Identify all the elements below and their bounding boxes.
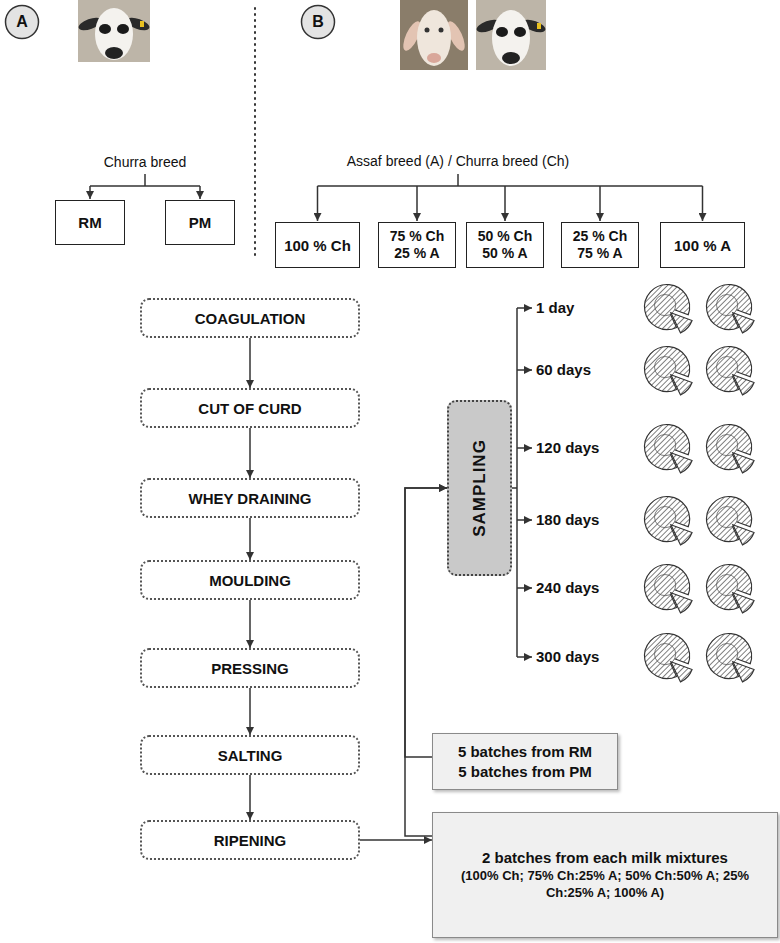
batch-box: 2 batches from each milk mixtures(100% C… bbox=[432, 812, 778, 938]
box-text: COAGULATION bbox=[195, 310, 306, 327]
mixture-box: 25 % Ch75 % A bbox=[561, 222, 639, 268]
sheep-photo bbox=[77, 0, 151, 62]
box-text: 75 % A bbox=[577, 245, 622, 262]
separator-line bbox=[254, 8, 256, 255]
panel-badge: B bbox=[300, 4, 336, 40]
time-label: 240 days bbox=[536, 579, 636, 596]
box-text: WHEY DRAINING bbox=[188, 490, 311, 507]
box-text: 5 batches from RM bbox=[458, 742, 592, 762]
flow-arrow bbox=[405, 488, 447, 757]
box-text: (100% Ch; 75% Ch:25% A; 50% Ch:50% A; 25… bbox=[441, 868, 769, 902]
box-text: 100 % A bbox=[674, 237, 731, 254]
flow-arrow bbox=[249, 600, 251, 648]
process-box: COAGULATION bbox=[140, 298, 360, 338]
box-text: RM bbox=[78, 214, 101, 231]
box-text: B bbox=[312, 13, 324, 31]
breed-label: Churra breed bbox=[85, 154, 205, 170]
box-text: RIPENING bbox=[214, 832, 287, 849]
badge-circle bbox=[6, 6, 39, 39]
box-text: 25 % A bbox=[394, 245, 439, 262]
flow-arrow bbox=[249, 428, 251, 478]
box-text: 2 batches from each milk mixtures bbox=[482, 848, 728, 868]
mixture-box: 50 % Ch50 % A bbox=[466, 222, 544, 268]
time-label: 120 days bbox=[536, 439, 636, 456]
box-text: 5 batches from PM bbox=[458, 762, 591, 782]
box-text: 50 % Ch bbox=[478, 228, 532, 245]
time-label: 300 days bbox=[536, 648, 636, 665]
sheep-photo bbox=[475, 0, 547, 70]
time-label: 1 day bbox=[536, 299, 636, 316]
flow-arrow bbox=[249, 775, 251, 820]
flow-arrow bbox=[249, 518, 251, 560]
process-box: WHEY DRAINING bbox=[140, 478, 360, 518]
flow-arrow bbox=[249, 338, 251, 388]
box-text: 100 % Ch bbox=[284, 237, 351, 254]
batch-box: 5 batches from RM5 batches from PM bbox=[432, 733, 618, 790]
mixture-box: 100 % A bbox=[660, 222, 745, 268]
box-text: 75 % Ch bbox=[390, 228, 444, 245]
milk-box: RM bbox=[55, 200, 125, 245]
time-label: 180 days bbox=[536, 511, 636, 528]
process-box: SALTING bbox=[140, 735, 360, 775]
process-box: RIPENING bbox=[140, 820, 360, 860]
box-text: CUT OF CURD bbox=[198, 400, 301, 417]
sampling-bracket bbox=[512, 308, 532, 657]
milk-box: PM bbox=[165, 200, 235, 245]
process-box: MOULDING bbox=[140, 560, 360, 600]
box-text: PM bbox=[189, 214, 212, 231]
process-box: PRESSING bbox=[140, 648, 360, 688]
mixture-box: 75 % Ch25 % A bbox=[378, 222, 456, 268]
vertical-label: SAMPLING bbox=[470, 439, 490, 537]
flow-arrow bbox=[360, 839, 432, 841]
box-text: A bbox=[16, 13, 28, 31]
box-text: SALTING bbox=[218, 747, 283, 764]
breed-label: Assaf breed (A) / Churra breed (Ch) bbox=[278, 153, 638, 169]
box-text: 50 % A bbox=[482, 245, 527, 262]
sheep-photo bbox=[400, 0, 468, 70]
process-box: CUT OF CURD bbox=[140, 388, 360, 428]
sampling-box: SAMPLING bbox=[447, 400, 512, 576]
cheese-icon bbox=[645, 284, 755, 682]
mixture-box: 100 % Ch bbox=[275, 222, 360, 268]
time-label: 60 days bbox=[536, 361, 636, 378]
panel-badge: A bbox=[4, 4, 40, 40]
badge-circle bbox=[302, 6, 335, 39]
box-text: PRESSING bbox=[211, 660, 289, 677]
box-text: 25 % Ch bbox=[573, 228, 627, 245]
box-text: MOULDING bbox=[209, 572, 291, 589]
flow-arrow bbox=[249, 688, 251, 735]
